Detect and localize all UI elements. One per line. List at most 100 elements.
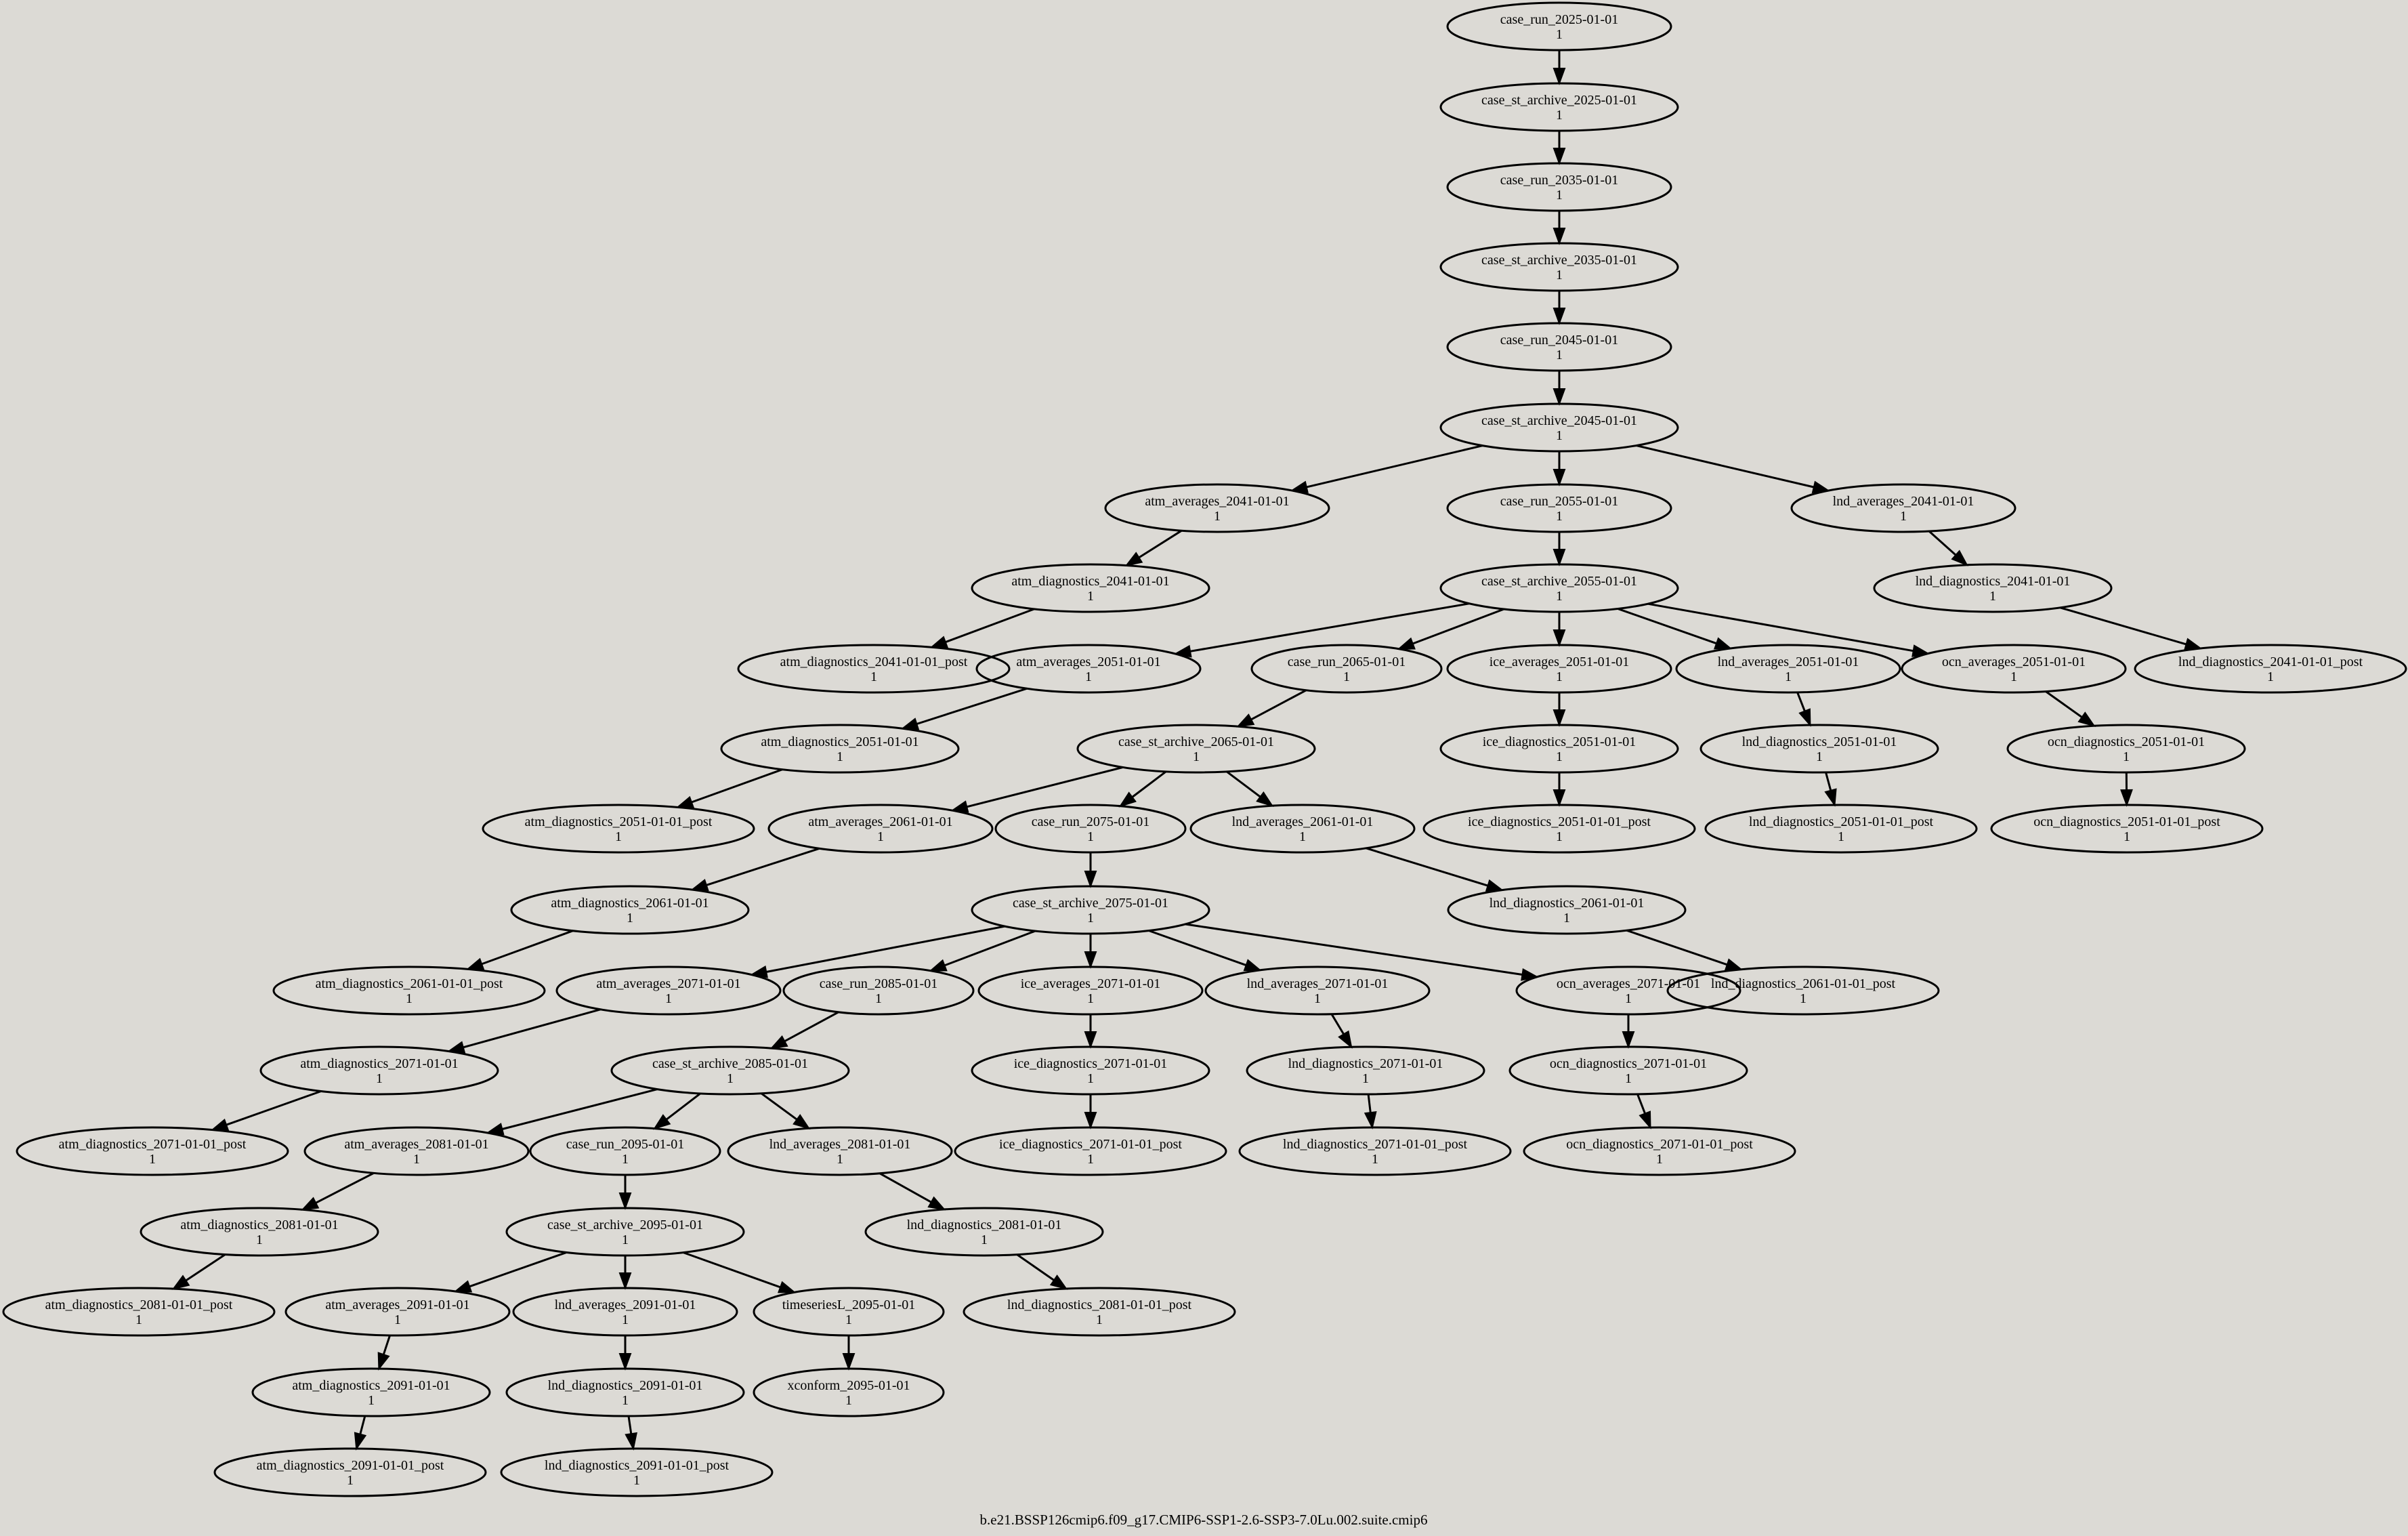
edge-line xyxy=(1825,772,1832,791)
node-ellipse xyxy=(213,1447,487,1497)
node-label: atm_averages_2051-01-01 xyxy=(1016,655,1160,669)
node-count: 1 xyxy=(1556,428,1563,443)
arrowhead xyxy=(1951,549,1968,566)
node-label: lnd_diagnostics_2061-01-01_post xyxy=(1711,976,1896,991)
node-count: 1 xyxy=(1372,1152,1378,1167)
graph-caption: b.e21.BSSP126cmip6.f09_g17.CMIP6-SSP1-2.… xyxy=(980,1512,1428,1528)
node-label: case_st_archive_2035-01-01 xyxy=(1481,253,1637,268)
node-count: 1 xyxy=(2124,829,2130,844)
node-count: 1 xyxy=(1314,991,1321,1006)
node-label: case_run_2095-01-01 xyxy=(566,1137,684,1152)
edge-line xyxy=(1189,602,1470,652)
node-count: 1 xyxy=(1193,749,1200,764)
arrowhead xyxy=(1552,469,1566,486)
node-label: case_st_archive_2045-01-01 xyxy=(1481,413,1637,428)
node-ellipse xyxy=(963,1287,1236,1337)
graph-node: lnd_averages_2051-01-011 xyxy=(1675,644,1901,694)
node-ellipse xyxy=(1446,644,1672,694)
node-label: ocn_averages_2051-01-01 xyxy=(1942,655,2086,669)
graph-node: case_run_2095-01-011 xyxy=(529,1126,721,1176)
edge-line xyxy=(1367,1094,1372,1113)
edge-arrow xyxy=(1552,371,1566,406)
edge-arrow xyxy=(690,847,820,892)
edge-arrow xyxy=(900,687,1028,730)
edge-line xyxy=(916,687,1028,725)
edge-line xyxy=(226,1090,322,1126)
node-count: 1 xyxy=(665,991,672,1006)
edge-arrow xyxy=(1552,772,1566,807)
node-count: 1 xyxy=(406,991,413,1006)
node-count: 1 xyxy=(622,1152,629,1167)
node-label: atm_averages_2091-01-01 xyxy=(325,1298,469,1312)
node-ellipse xyxy=(753,1367,945,1417)
node-ellipse xyxy=(555,966,782,1016)
node-label: lnd_averages_2041-01-01 xyxy=(1833,494,1974,509)
edge-line xyxy=(382,1335,392,1355)
node-count: 1 xyxy=(1556,348,1563,362)
arrowhead xyxy=(652,1114,671,1130)
edge-line xyxy=(501,1088,658,1130)
node-ellipse xyxy=(272,966,546,1016)
arrowhead xyxy=(675,795,695,808)
edge-line xyxy=(1626,929,1728,966)
node-ellipse xyxy=(505,1367,745,1417)
node-ellipse xyxy=(994,804,1187,854)
node-ellipse xyxy=(1246,1045,1485,1096)
node-ellipse xyxy=(259,1045,499,1096)
graph-node: atm_averages_2091-01-011 xyxy=(284,1287,511,1337)
arrowhead xyxy=(842,1353,856,1371)
graph-node: atm_averages_2051-01-011 xyxy=(975,644,1202,694)
node-label: case_st_archive_2085-01-01 xyxy=(652,1056,808,1071)
graph-node: case_st_archive_2065-01-011 xyxy=(1076,724,1316,774)
arrowhead xyxy=(453,1280,473,1293)
node-ellipse xyxy=(1446,1,1672,51)
node-count: 1 xyxy=(1656,1152,1663,1167)
edge-arrow xyxy=(1928,530,1968,566)
node-label: lnd_diagnostics_2091-01-01_post xyxy=(545,1458,730,1473)
edge-arrow xyxy=(2045,690,2096,727)
node-label: case_run_2025-01-01 xyxy=(1500,12,1618,27)
edge-arrow xyxy=(1173,602,1470,658)
arrowhead xyxy=(1552,68,1566,85)
node-label: lnd_averages_2051-01-01 xyxy=(1718,655,1859,669)
edge-arrow xyxy=(171,1253,226,1290)
graph-node: lnd_averages_2041-01-011 xyxy=(1790,483,2016,533)
node-label: lnd_diagnostics_2051-01-01 xyxy=(1742,734,1897,749)
node-label: lnd_averages_2081-01-01 xyxy=(769,1137,911,1152)
edge-line xyxy=(1016,1253,1055,1281)
edge-arrow xyxy=(1636,1094,1651,1129)
edge-arrow xyxy=(1226,770,1274,808)
arrowhead xyxy=(1084,871,1097,888)
edge-line xyxy=(879,1172,932,1203)
edge-arrow xyxy=(950,766,1123,813)
graph-node: case_run_2045-01-011 xyxy=(1446,322,1672,372)
node-count: 1 xyxy=(837,749,843,764)
arrowhead xyxy=(927,1196,946,1211)
graph-node: atm_diagnostics_2041-01-011 xyxy=(971,563,1210,613)
edge-line xyxy=(2045,690,2083,718)
arrowhead xyxy=(1124,552,1143,567)
node-ellipse xyxy=(1189,804,1416,854)
edge-line xyxy=(1796,692,1806,712)
graph-node: atm_diagnostics_2081-01-011 xyxy=(140,1207,379,1257)
node-count: 1 xyxy=(2123,749,2130,764)
edge-arrow xyxy=(301,1171,375,1211)
node-count: 1 xyxy=(1087,911,1094,926)
edge-arrow xyxy=(682,1251,797,1293)
node-ellipse xyxy=(510,885,750,935)
graph-node: atm_diagnostics_2091-01-011 xyxy=(251,1367,491,1417)
edge-arrow xyxy=(377,1335,392,1371)
edge-line xyxy=(463,1008,601,1049)
graph-node: case_st_archive_2095-01-011 xyxy=(505,1207,745,1257)
edge-arrow xyxy=(1185,923,1540,981)
arrowhead xyxy=(1049,1274,1068,1290)
node-label: ice_diagnostics_2071-01-01 xyxy=(1014,1056,1168,1071)
node-ellipse xyxy=(1901,644,2127,694)
graph-node: case_st_archive_2025-01-011 xyxy=(1439,82,1679,132)
node-label: case_st_archive_2025-01-01 xyxy=(1481,93,1637,108)
edge-arrow xyxy=(1552,612,1566,647)
graph-node: case_st_archive_2055-01-011 xyxy=(1439,563,1679,613)
